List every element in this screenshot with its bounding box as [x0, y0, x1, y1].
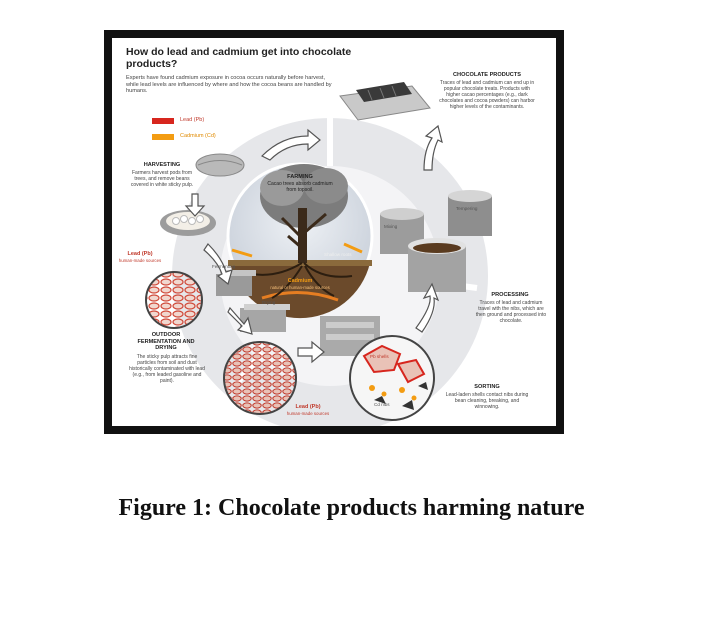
legend-lead: Lead (Pb) — [152, 117, 204, 123]
lead-bottom-sub: human-made sources — [286, 411, 330, 416]
fermentation-magnifier — [145, 271, 203, 329]
cacao-pod-icon — [195, 153, 245, 177]
lead-left-label: Lead (Pb) — [127, 251, 153, 257]
arrow-icon — [227, 306, 253, 335]
figure-caption: Figure 1: Chocolate products harming nat… — [118, 495, 585, 521]
fermentation-body: The sticky pulp attracts fine particles … — [129, 354, 205, 384]
arrow-icon — [297, 340, 325, 364]
arrow-icon — [260, 128, 321, 161]
arrow-icon — [184, 193, 206, 217]
cadmium-sub: natural or human-made sources — [270, 285, 330, 290]
infographic-title: How do lead and cadmium get into chocola… — [126, 46, 352, 70]
nibs-label: Cd nibs — [374, 402, 390, 407]
sorting-heading: SORTING — [474, 384, 500, 390]
arrow-icon — [203, 243, 233, 286]
mixing-label: Mixing — [384, 224, 398, 229]
figure-frame: How do lead and cadmium get into chocola… — [104, 30, 564, 434]
infographic-art — [145, 82, 492, 426]
arrow-icon — [415, 282, 440, 333]
drying-magnifier — [223, 341, 297, 415]
fermenting-label: Fermenting — [212, 264, 236, 269]
lead-swatch — [152, 118, 174, 124]
sorting-magnifier — [349, 335, 435, 421]
farming-body: Cacao trees absorb cadmium from topsoil. — [267, 181, 333, 193]
harvesting-heading: HARVESTING — [143, 162, 181, 168]
cacao-tree-icon — [231, 164, 363, 299]
harvesting-body: Farmers harvest pods from trees, and rem… — [130, 170, 194, 188]
chocolate-bar-icon — [339, 82, 431, 121]
shells-label: Pb shells — [370, 354, 389, 359]
processing-body: Traces of lead and cadmium travel with t… — [475, 300, 547, 324]
legend-cadmium: Cadmium (Cd) — [152, 133, 216, 139]
fermentation-heading: OUTDOOR FERMENTATION AND DRYING — [137, 332, 195, 352]
sorting-body: Lead-laden shells contact nibs during be… — [445, 392, 529, 410]
cadmium-label: Cadmium — [287, 278, 313, 284]
legend-cadmium-label: Cadmium (Cd) — [180, 133, 216, 139]
chocolate-products-heading: CHOCOLATE PRODUCTS — [453, 72, 521, 78]
infographic: How do lead and cadmium get into chocola… — [112, 38, 556, 426]
processing-vats-icon — [380, 190, 492, 292]
chocolate-products-body: Traces of lead and cadmium can end up in… — [439, 80, 535, 110]
lead-bottom-label: Lead (Pb) — [295, 404, 321, 410]
cadmium-swatch — [152, 134, 174, 140]
tempering-label: Tempering — [456, 206, 478, 211]
legend-lead-label: Lead (Pb) — [180, 117, 205, 123]
lead-left-sub: human-made sources — [118, 258, 162, 263]
processing-heading: PROCESSING — [491, 292, 529, 298]
open-pod-icon — [160, 210, 216, 236]
infographic-intro: Experts have found cadmium exposure in c… — [126, 75, 332, 95]
drying-label: Drying — [262, 300, 276, 305]
arrow-icon — [423, 124, 443, 171]
shallow-roots-label: Shallow roots — [324, 252, 352, 257]
flow-arrows — [184, 124, 443, 364]
farming-heading: FARMING — [287, 174, 313, 180]
